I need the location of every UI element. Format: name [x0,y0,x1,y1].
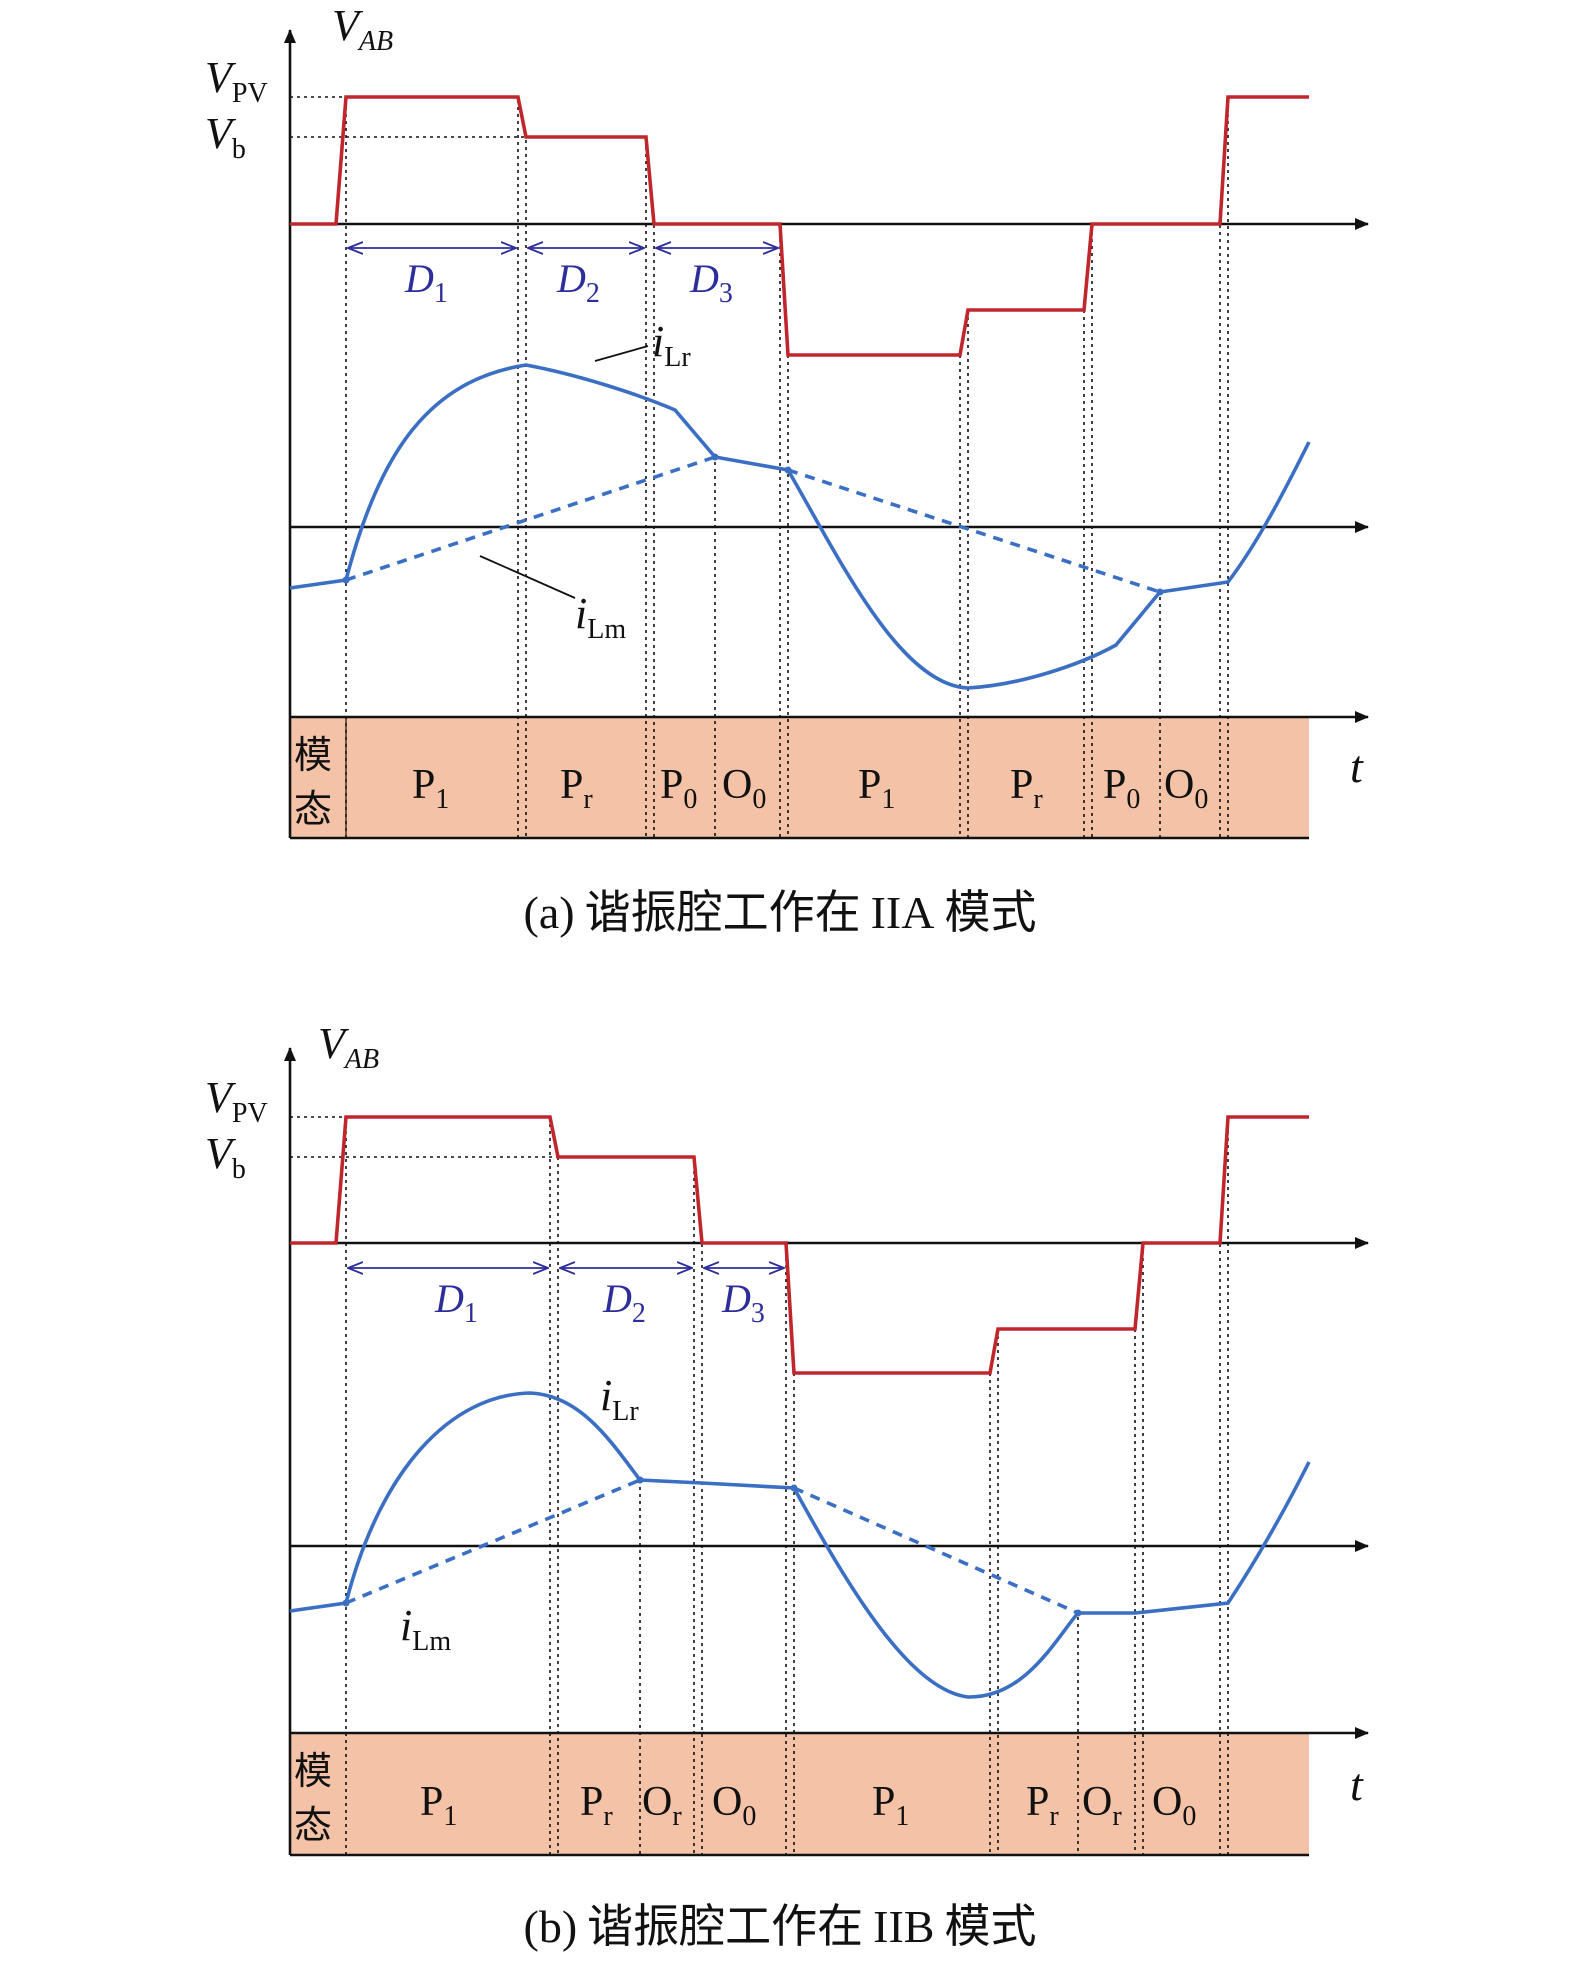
duration-d1: D1 [404,256,448,309]
ilm-node [1156,588,1164,596]
axes [284,29,1369,840]
duration-d2: D2 [556,256,600,309]
mode-label: O0 [712,1779,756,1832]
ilm-rising-segment [345,455,716,582]
mode-row-label-top: 模 [294,733,332,777]
mode-label: P1 [872,1779,909,1832]
mode-label: P1 [420,1779,457,1832]
ilm-node [636,1476,644,1484]
duration-d2: D2 [602,1276,646,1329]
mode-bar [290,1733,1309,1855]
ilr-leader [594,345,649,362]
ilm-node [1074,1609,1082,1617]
duration-d1: D1 [434,1276,478,1329]
mode-label: P0 [660,762,697,815]
duration-d3: D3 [721,1276,765,1329]
mode-label: Pr [580,1779,613,1832]
ilm-node [711,453,719,461]
ilm-label: iLm [575,589,626,645]
ilr-waveform [289,363,1311,690]
ilm-node [342,576,350,584]
axes [284,1047,1369,1857]
ilm-rising-segment [345,1478,641,1605]
mode-bar [290,717,1309,838]
mode-row-label-bottom: 态 [294,787,332,831]
vb-label: Vb [205,1129,246,1185]
time-axis-label: t [1350,741,1364,792]
mode-row-label-bottom: 态 [294,1803,332,1847]
vpv-label: VPV [205,53,268,109]
timing-guides [290,1116,1229,1855]
vab-label: VAB [332,1,393,57]
panel-a: D1 D2 D3 VAB VPV Vb iLr iLm t 模 态 P1 Pr … [205,1,1369,939]
ilm-node [790,1484,798,1492]
timing-guides [290,96,1229,838]
ilm-label: iLm [400,1601,451,1657]
vab-label: VAB [318,1019,379,1075]
mode-label: Or [1082,1779,1122,1832]
vpv-label: VPV [205,1073,268,1129]
mode-label: Pr [1010,762,1043,815]
ilr-label: iLr [652,317,691,373]
mode-label: O0 [1152,1779,1196,1832]
vab-waveform [290,95,1309,357]
mode-label: Or [642,1779,682,1832]
mode-label: Pr [560,762,593,815]
vb-label: Vb [205,109,246,165]
ilm-falling-segment [787,468,1161,594]
mode-label: O0 [1164,762,1208,815]
time-axis-label: t [1350,1759,1364,1810]
mode-label: P1 [412,762,449,815]
ilm-falling-segment [793,1486,1079,1615]
mode-label: O0 [722,762,766,815]
mode-row-label-top: 模 [294,1749,332,1793]
ilm-node [784,466,792,474]
mode-label: Pr [1026,1779,1059,1832]
vab-waveform [290,1115,1309,1375]
duration-d3: D3 [689,256,733,309]
panel-b: D1 D2 D3 VAB VPV Vb iLr iLm t 模 态 P1 Pr … [205,1019,1369,1953]
ilm-node [342,1599,350,1607]
mode-label: P0 [1103,762,1140,815]
mode-label: P1 [858,762,895,815]
ilr-waveform [289,1391,1311,1699]
ilr-label: iLr [600,1371,639,1427]
ilm-leader [479,555,576,599]
